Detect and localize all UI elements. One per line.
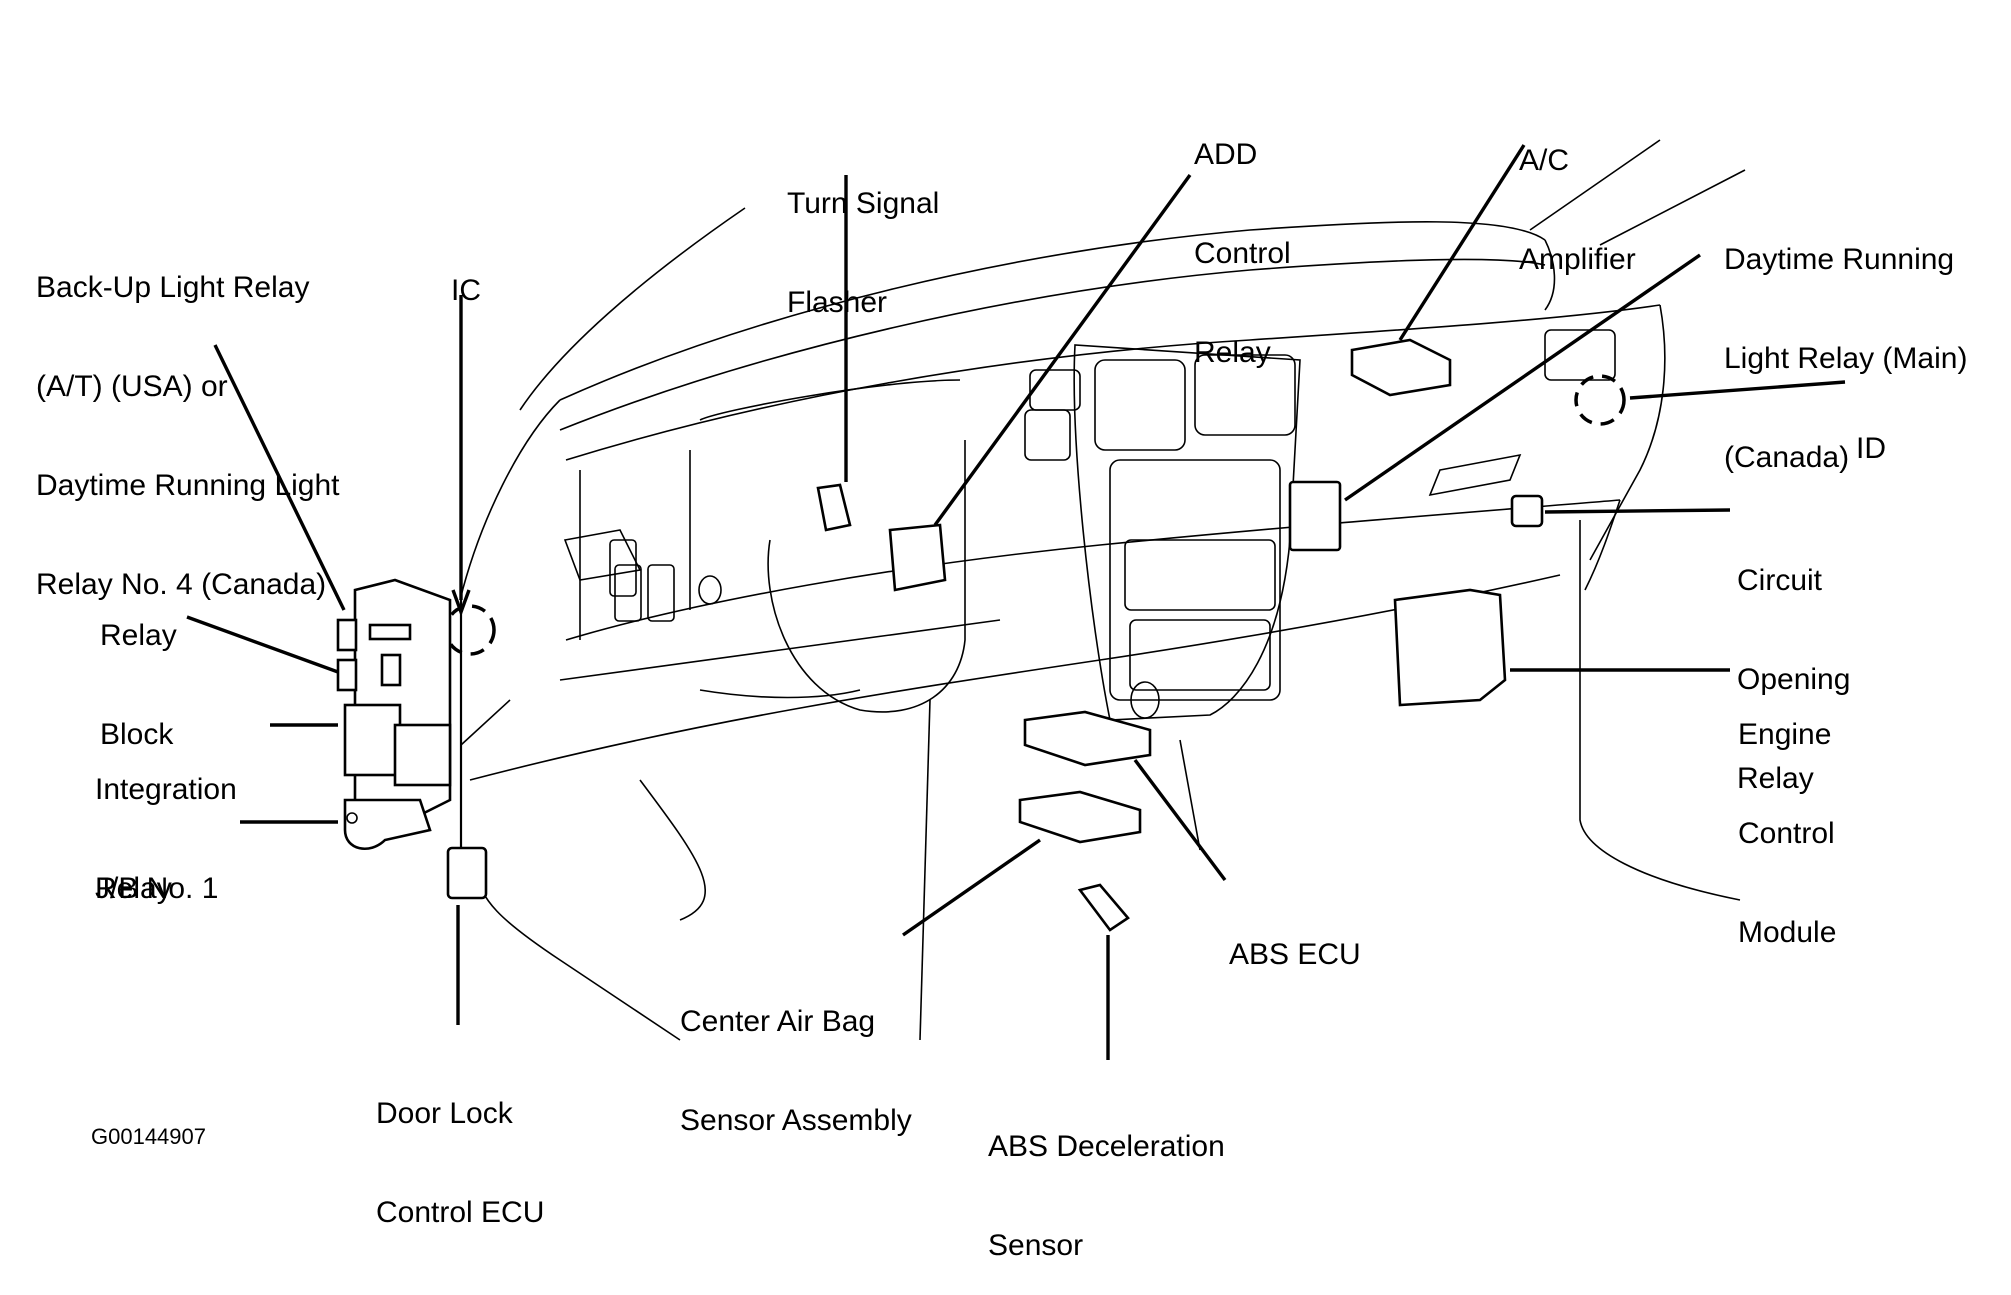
- label-center-air-bag-sensor: Center Air Bag Sensor Assembly: [680, 939, 912, 1170]
- label-engine-control-module: Engine Control Module: [1738, 652, 1836, 982]
- drl-relay-main-part: [1288, 480, 1342, 552]
- engine-control-module-part: [1393, 588, 1507, 707]
- label-line: Integration: [95, 773, 237, 806]
- label-line: Control: [1194, 237, 1291, 270]
- circuit-opening-relay-part: [1510, 494, 1544, 528]
- label-line: Center Air Bag: [680, 1005, 876, 1038]
- label-ac-amplifier: A/C Amplifier: [1519, 78, 1636, 309]
- label-line: Opening: [1737, 663, 1851, 696]
- dashboard-component-diagram: [186, 139, 1846, 1060]
- label-line: ADD: [1194, 138, 1258, 171]
- label-line: (A/T) (USA) or: [36, 370, 228, 403]
- label-line: Flasher: [787, 286, 888, 319]
- label-jb-no1: J/B No. 1: [95, 806, 218, 938]
- ic-connector: [444, 295, 511, 880]
- label-line: Relay No. 4 (Canada): [36, 568, 327, 601]
- label-line: Sensor Assembly: [680, 1104, 912, 1137]
- label-line: Relay: [95, 872, 172, 905]
- label-line: Control: [1738, 817, 1835, 850]
- label-line: Light Relay (Main): [1724, 342, 1968, 375]
- label-line: ABS ECU: [1229, 938, 1361, 971]
- label-line: Daytime Running: [1724, 243, 1955, 276]
- add-control-relay-part: [888, 523, 947, 592]
- label-line: (Canada): [1724, 441, 1850, 474]
- label-line: A/C: [1519, 144, 1570, 177]
- label-line: Sensor: [988, 1229, 1084, 1262]
- label-line: Turn Signal: [787, 187, 940, 220]
- label-line: J/B No. 1: [95, 872, 219, 905]
- label-integration-relay: Integration Relay: [95, 707, 237, 938]
- label-door-lock-control-ecu: Door Lock Control ECU: [376, 1031, 544, 1262]
- label-line: Back-Up Light Relay: [36, 271, 310, 304]
- leader-lines: [186, 144, 1846, 1060]
- label-line: Circuit: [1737, 564, 1823, 597]
- label-line: IC: [451, 274, 481, 307]
- door-lock-ecu-part: [446, 846, 488, 900]
- label-relay-block: Relay Block: [100, 553, 177, 784]
- label-id: ID: [1856, 366, 1886, 498]
- label-line: Daytime Running Light: [36, 469, 340, 502]
- label-abs-deceleration-sensor: ABS Deceleration Sensor: [988, 1064, 1225, 1295]
- label-add-control-relay: ADD Control Relay: [1194, 72, 1291, 402]
- label-line: Block: [100, 718, 174, 751]
- label-line: Relay: [100, 619, 177, 652]
- label-line: Relay: [1737, 762, 1814, 795]
- label-line: Amplifier: [1519, 243, 1636, 276]
- turn-signal-flasher-part: [816, 483, 852, 532]
- id-connector-circle: [1574, 374, 1626, 426]
- figure-id: G00144907: [91, 1124, 206, 1149]
- abs-ecu-part: [1023, 710, 1152, 767]
- abs-deceleration-sensor-part: [1077, 883, 1130, 932]
- label-line: Relay: [1194, 336, 1271, 369]
- junction-block-j-b-no1: [336, 578, 452, 850]
- label-line: Door Lock: [376, 1097, 513, 1130]
- label-circuit-opening-relay: Circuit Opening Relay: [1737, 498, 1850, 828]
- label-turn-signal-flasher: Turn Signal Flasher: [787, 121, 939, 352]
- label-line: Control ECU: [376, 1196, 545, 1229]
- center-air-bag-sensor-part: [1018, 790, 1142, 844]
- ac-amplifier-part: [1350, 338, 1452, 397]
- label-line: ABS Deceleration: [988, 1130, 1225, 1163]
- label-line: ID: [1856, 432, 1886, 465]
- label-ic: IC: [451, 208, 481, 340]
- label-line: Engine: [1738, 718, 1832, 751]
- label-abs-ecu: ABS ECU: [1229, 872, 1361, 1004]
- label-backup-light-relay: Back-Up Light Relay (A/T) (USA) or Dayti…: [36, 205, 340, 634]
- label-line: Module: [1738, 916, 1837, 949]
- label-drl-relay-main: Daytime Running Light Relay (Main) (Cana…: [1724, 177, 1967, 507]
